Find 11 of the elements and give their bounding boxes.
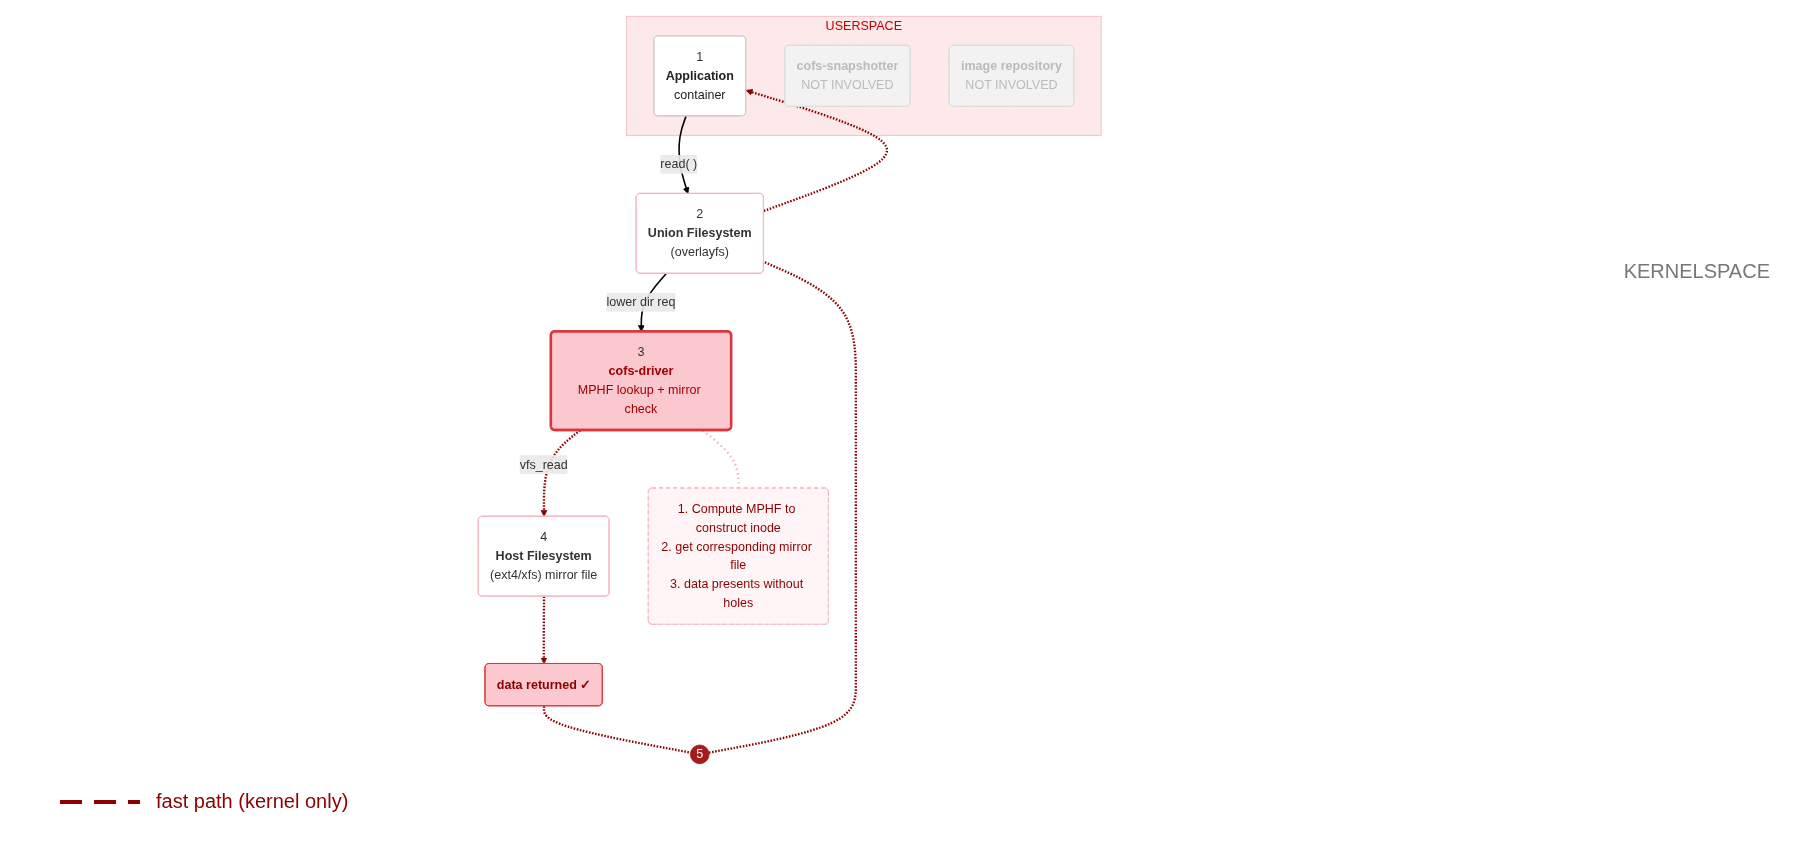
arrow <box>540 596 548 665</box>
connector <box>543 706 692 754</box>
edge-label: read( ) <box>660 157 698 171</box>
arrow <box>746 88 889 213</box>
legend-text: fast path (kernel only) <box>156 790 349 813</box>
node-circle: 5 <box>690 744 710 765</box>
arrow <box>540 429 582 517</box>
edge-label: vfs_read <box>519 457 569 471</box>
connector <box>709 260 858 754</box>
region-label: KERNELSPACE <box>1623 260 1770 283</box>
edge-label: lower dir req <box>606 295 676 309</box>
